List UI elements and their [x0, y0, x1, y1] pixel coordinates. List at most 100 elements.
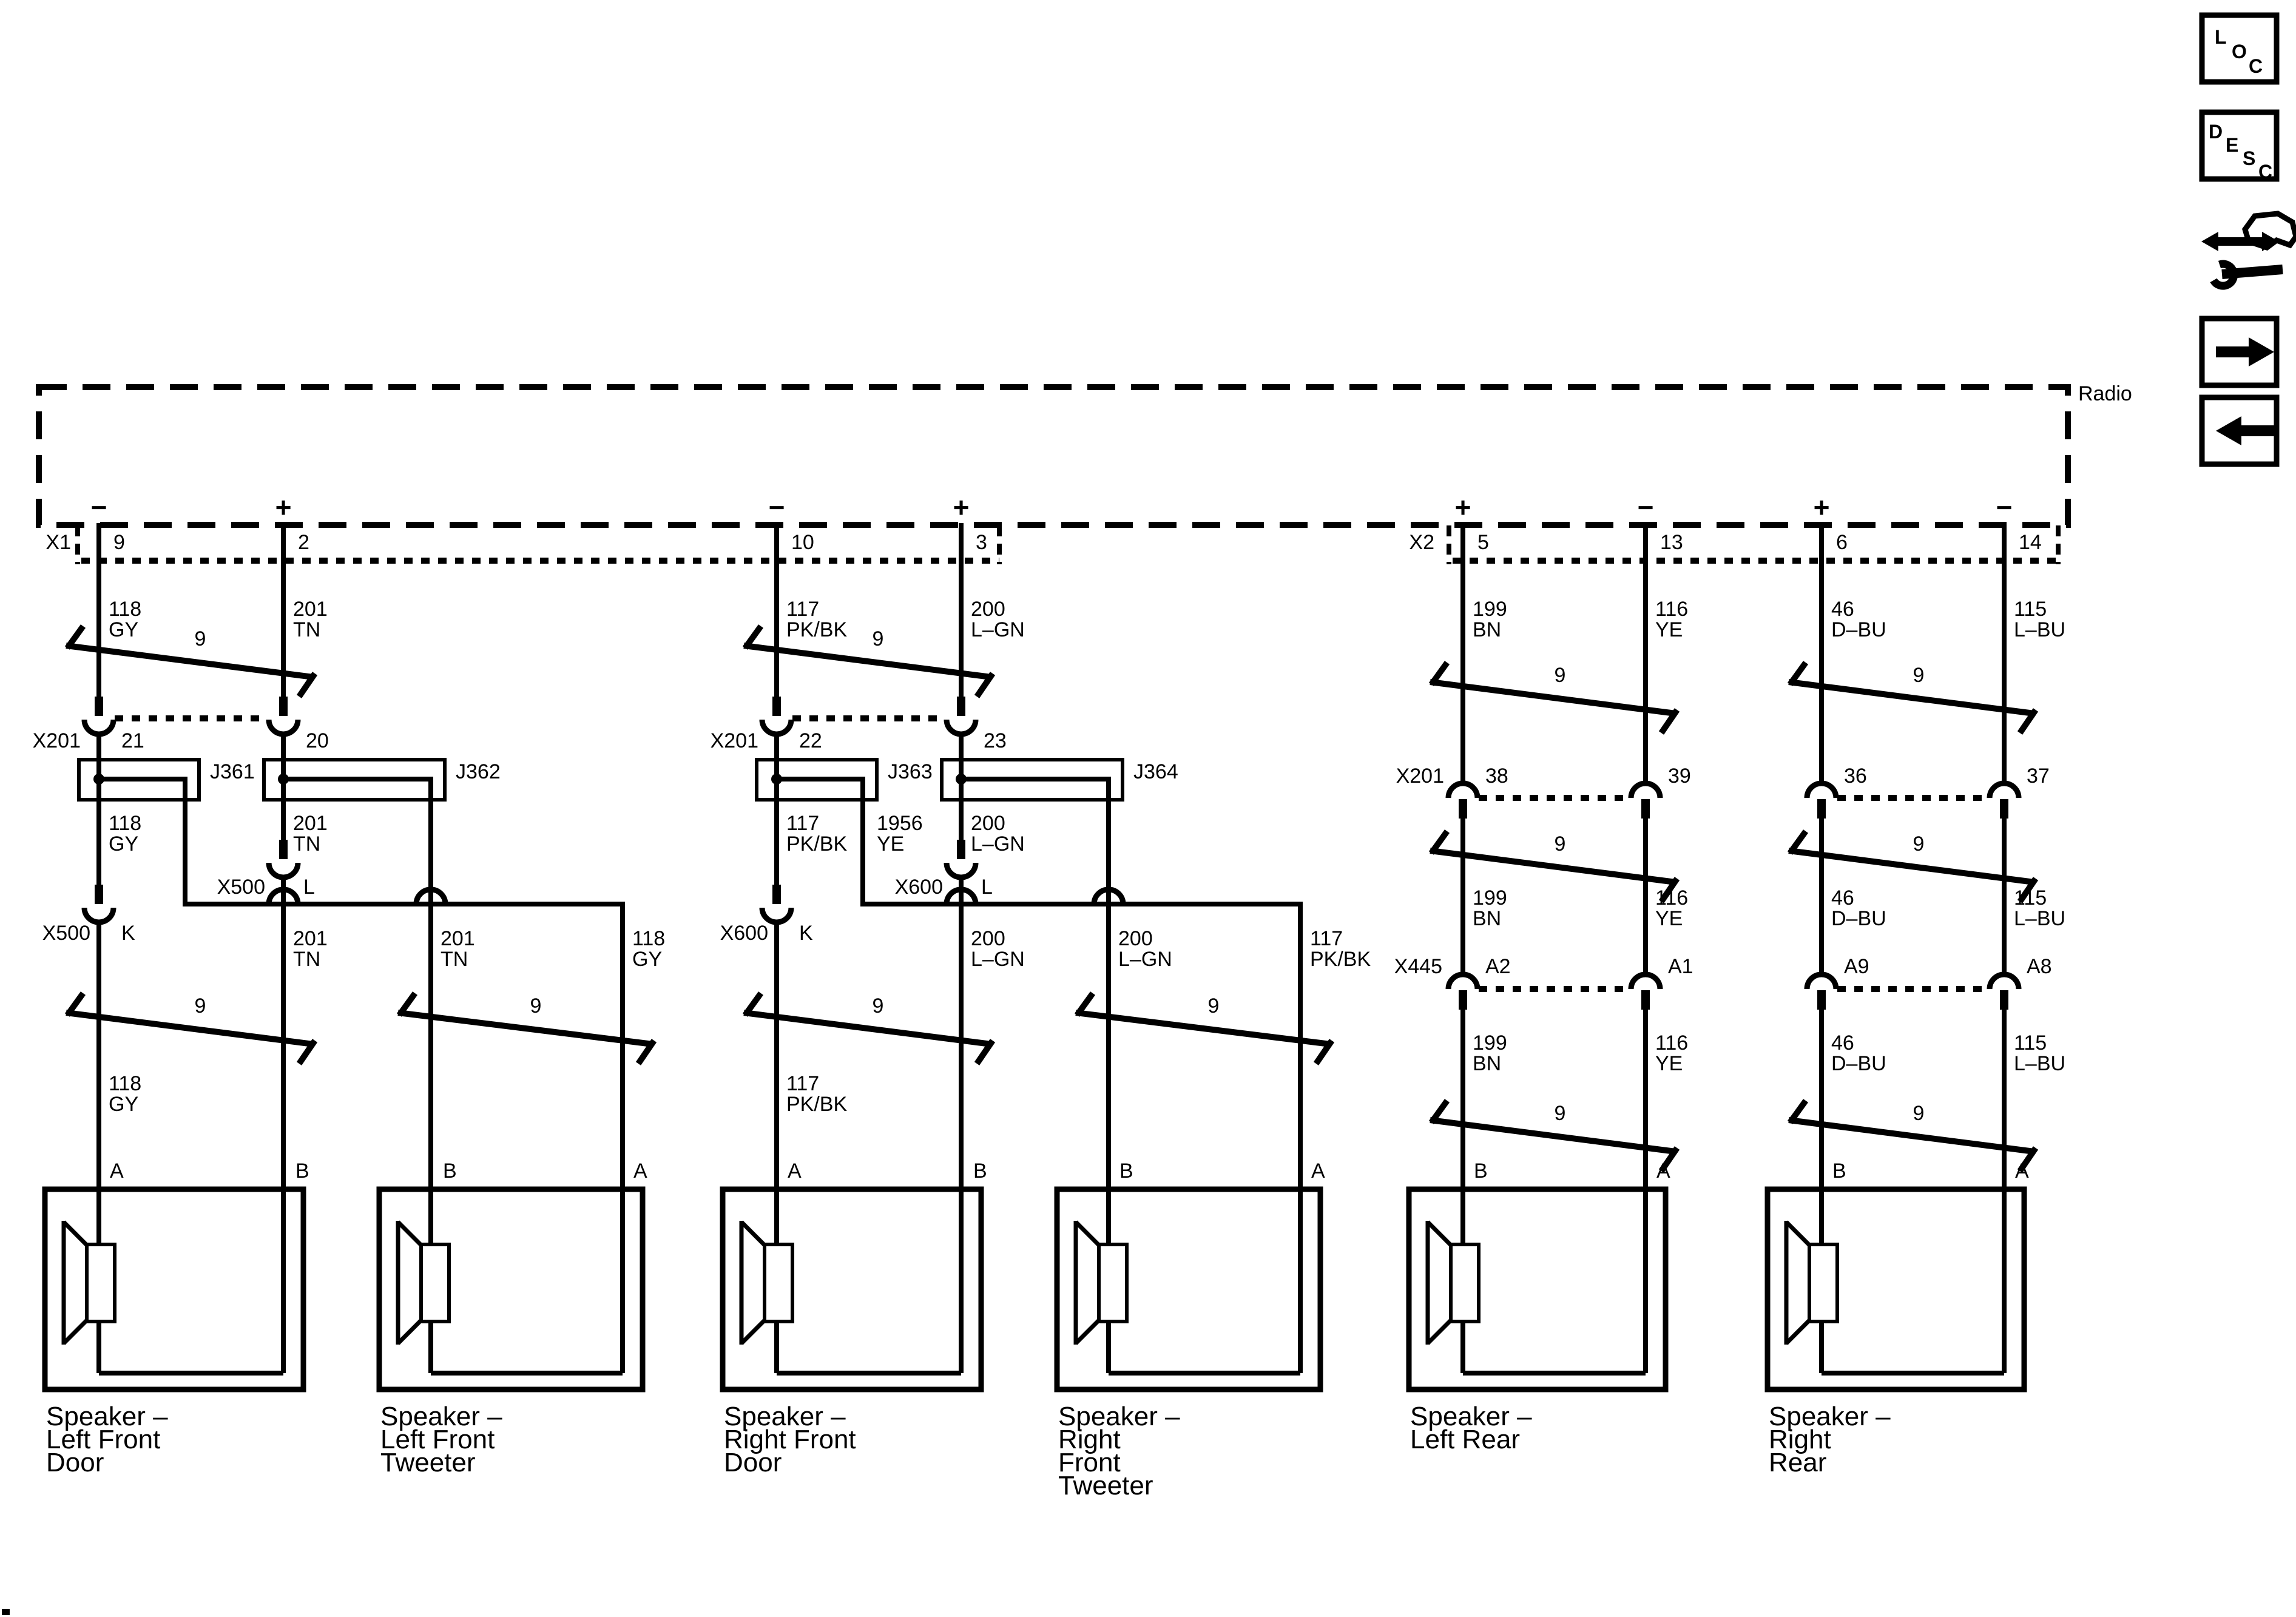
wire-circuit: 201 [293, 598, 328, 621]
wire-color: TN [441, 948, 468, 971]
speaker-icon [419, 1243, 451, 1323]
wire-color: L–GN [971, 832, 1025, 856]
speaker-icon [763, 1243, 794, 1323]
radio-label: Radio [2078, 382, 2132, 405]
rear-wire [1987, 523, 2022, 1373]
wire-circuit: 46 [1831, 598, 1854, 621]
wire-circuit: 116 [1655, 886, 1688, 910]
twist-label: 9 [873, 994, 884, 1018]
connector-pin: 38 [1485, 765, 1508, 788]
wire-circuit: 117 [786, 598, 819, 621]
twist-label: 9 [1913, 664, 1925, 687]
connector-pin: 36 [1844, 765, 1867, 788]
wire-color: TN [293, 832, 320, 856]
wire-circuit: 46 [1831, 886, 1854, 910]
connector-pin: A8 [2027, 955, 2052, 978]
radio-pin: 3 [976, 531, 987, 554]
desc-letter: S [2243, 147, 2255, 169]
wire-color: GY [109, 618, 138, 641]
right-front-circuit-text: − + 10 3 117 PK/BK 200 L–GN 9 X201 22 23… [711, 491, 1371, 1183]
speaker-left-front-door: Speaker – Left Front Door [42, 1186, 306, 1477]
twisted-pair-symbol [1074, 991, 1335, 1065]
connector-pin: 23 [984, 729, 1007, 752]
connector-pin: 37 [2027, 765, 2050, 788]
previous-page-button[interactable] [2199, 394, 2280, 467]
twist-label: 9 [1555, 1102, 1566, 1125]
left-front-circuit-text: − + 9 2 118 GY 201 TN 9 X201 21 20 J361 … [33, 491, 666, 1183]
polarity-sign: + [275, 491, 292, 523]
connector-x201-label: X201 [33, 729, 81, 752]
splice-j363-box [755, 758, 879, 802]
speaker-label: Door [46, 1448, 104, 1477]
speaker-label: Left Front [46, 1425, 160, 1454]
speaker-left-rear: Speaker – Left Rear [1406, 1186, 1669, 1454]
wire-circuit: 1956 [877, 812, 923, 835]
wire-circuit: 199 [1473, 1031, 1507, 1055]
loc-letter: O [2232, 41, 2247, 62]
polarity-sign: + [1814, 491, 1830, 523]
wire-circuit: 201 [441, 927, 475, 950]
desc-letter: C [2258, 161, 2272, 183]
twist-label: 9 [530, 994, 542, 1018]
wire-color: YE [1655, 907, 1683, 930]
speaker-label: Door [724, 1448, 782, 1477]
wire-circuit: 118 [632, 927, 665, 950]
polarity-sign: − [91, 491, 107, 523]
speaker-terminal: B [443, 1160, 457, 1183]
twisted-pair-symbol [1787, 1099, 2039, 1173]
wire-circuit: 46 [1831, 1031, 1854, 1055]
wire-color: PK/BK [1310, 948, 1371, 971]
vehicle-wrench-icon[interactable] [2201, 211, 2296, 290]
wire-color: D–BU [1831, 618, 1886, 641]
radio-pin: 10 [791, 531, 814, 554]
speaker-label: Right Front [724, 1425, 856, 1454]
loc-button[interactable]: L O C [2199, 12, 2280, 85]
twisted-pair-symbol [1428, 661, 1680, 735]
connector-x1-label: X1 [46, 531, 71, 554]
rear-circuit-text: + − + − 5 13 6 14 199 BN 116 YE 46 D–BU … [1394, 491, 2065, 1183]
speaker-right-front-door: Speaker – Right Front Door [720, 1186, 984, 1477]
radio-pin: 6 [1836, 531, 1848, 554]
splice-label: J361 [210, 760, 255, 783]
polarity-sign: − [1996, 491, 2013, 523]
next-page-button[interactable] [2199, 316, 2280, 388]
wire-circuit: 118 [109, 812, 141, 835]
radio-component-box: Radio [36, 382, 2132, 528]
speaker-label: Left Rear [1410, 1425, 1520, 1454]
right-front-circuit-lines [742, 523, 1335, 1376]
rear-wire [1628, 523, 1663, 1373]
radio-connector-row: X1 X2 [46, 525, 2061, 564]
speaker-label: Right [1769, 1425, 1831, 1454]
wire-circuit: 117 [1310, 927, 1343, 950]
connector-pin: L [303, 876, 315, 899]
loc-letter: C [2249, 55, 2263, 77]
polarity-sign: + [953, 491, 970, 523]
speaker-label: Speaker – [380, 1402, 502, 1431]
twisted-pair-symbol [1787, 661, 2039, 735]
speaker-label: Speaker – [46, 1402, 168, 1431]
wire-circuit: 200 [971, 598, 1005, 621]
twisted-pair-symbol [396, 991, 657, 1065]
radio-pin: 2 [298, 531, 309, 554]
wire-color: YE [1655, 618, 1683, 641]
wire-circuit: 117 [786, 1072, 819, 1095]
twist-label: 9 [195, 994, 206, 1018]
left-front-circuit-lines [64, 523, 657, 1376]
rear-circuit-lines [1428, 523, 2039, 1376]
speaker-label: Rear [1769, 1448, 1826, 1477]
speaker-label: Speaker – [724, 1402, 846, 1431]
wire-color: GY [109, 832, 138, 856]
connector-pin: K [121, 922, 135, 945]
wire-circuit: 117 [786, 812, 819, 835]
speaker-terminal: A [788, 1160, 802, 1183]
connector-x201-label: X201 [711, 729, 758, 752]
polarity-sign: − [769, 491, 785, 523]
wire-color: TN [293, 618, 320, 641]
wire-color: L–BU [2014, 907, 2065, 930]
speaker-label: Speaker – [1410, 1402, 1532, 1431]
polarity-sign: − [1638, 491, 1654, 523]
radio-pin: 13 [1660, 531, 1683, 554]
desc-button[interactable]: D E S C [2199, 109, 2280, 183]
connector-pin: 20 [306, 729, 329, 752]
wire-color: L–GN [1118, 948, 1172, 971]
